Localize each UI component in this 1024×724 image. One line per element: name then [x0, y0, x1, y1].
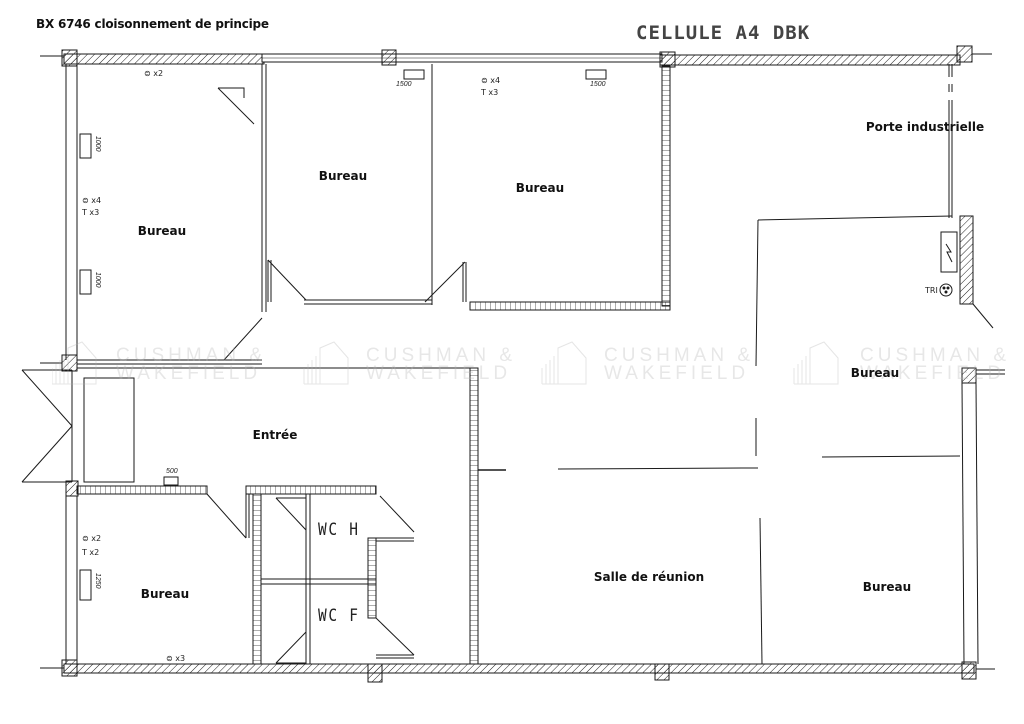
watermark-line1: CUSHMAN & — [366, 345, 517, 366]
phone-x2-sw-icon: T x2 — [82, 548, 100, 557]
outlet-x4-west-icon: ⊜ x4 — [82, 196, 102, 205]
sw-office-walls — [76, 476, 250, 539]
entry-corridor-walls — [77, 367, 506, 665]
room-label-bureau-east: Bureau — [850, 366, 900, 380]
dimension-radiator-west-2: 1000 — [94, 272, 101, 288]
watermark-3: CUSHMAN & WAKEFIELD — [604, 345, 755, 384]
watermark-line2: WAKEFIELD — [604, 363, 750, 384]
south-wall — [40, 659, 995, 683]
wc-h-label: WC H — [318, 520, 360, 540]
room-label-bureau-north-center: Bureau — [515, 181, 565, 195]
wc-block-walls — [245, 485, 415, 665]
document-title: BX 6746 cloisonnement de principe — [36, 17, 269, 31]
watermark-building-icon — [52, 341, 839, 385]
watermark-line1: CUSHMAN & — [116, 345, 267, 366]
west-wall — [21, 64, 262, 664]
dimension-radiator-sw: 1250 — [94, 573, 101, 589]
outlet-x2-sw-icon: ⊜ x2 — [82, 534, 102, 543]
watermark-line2: WAKEFIELD — [366, 363, 512, 384]
north-wall — [40, 45, 992, 68]
watermark-1: CUSHMAN & WAKEFIELD — [116, 345, 267, 384]
outlet-x3-sw-bottom-icon: ⊜ x3 — [166, 654, 186, 663]
dimension-radiator-entry: 500 — [166, 468, 178, 475]
watermark-line1: CUSHMAN & — [604, 345, 755, 366]
watermark-4: CUSHMAN & WAKEFIELD — [860, 345, 1011, 384]
phone-x3-center-icon: T x3 — [481, 88, 499, 97]
watermark-line2: WAKEFIELD — [116, 363, 262, 384]
watermark-2: CUSHMAN & WAKEFIELD — [366, 345, 517, 384]
watermark-line1: CUSHMAN & — [860, 345, 1011, 366]
wc-f-label: WC F — [318, 606, 360, 626]
room-label-bureau-nw: Bureau — [137, 224, 187, 238]
tri-label: TRI — [925, 286, 938, 295]
nw-office-walls — [217, 64, 267, 361]
north-middle-office-walls — [267, 64, 467, 305]
outlet-x4-center-icon: ⊜ x4 — [481, 76, 501, 85]
room-label-bureau-north-middle: Bureau — [318, 169, 368, 183]
cell-title: CELLULE A4 DBK — [636, 22, 811, 44]
room-label-bureau-se: Bureau — [862, 580, 912, 594]
phone-x3-west-icon: T x3 — [82, 208, 100, 217]
dimension-radiator-north-1: 1500 — [396, 81, 412, 88]
east-walls — [557, 64, 1005, 665]
outlet-x2-top-icon: ⊜ x2 — [144, 69, 164, 78]
dimension-radiator-west-1: 1000 — [94, 136, 101, 152]
watermark-line2: WAKEFIELD — [860, 363, 1006, 384]
room-label-porte-industrielle: Porte industrielle — [865, 120, 985, 134]
dimension-radiator-north-2: 1500 — [590, 81, 606, 88]
room-label-bureau-sw: Bureau — [140, 587, 190, 601]
room-label-salle-de-reunion: Salle de réunion — [593, 570, 705, 584]
room-label-entree: Entrée — [252, 428, 298, 442]
radiators — [79, 69, 607, 601]
north-center-office-walls — [469, 65, 671, 311]
